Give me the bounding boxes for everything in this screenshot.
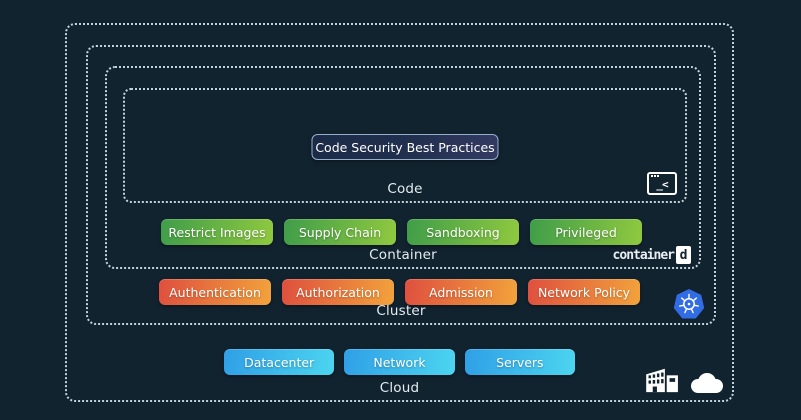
chip-network-policy[interactable]: Network Policy xyxy=(528,279,640,305)
chip-privileged[interactable]: Privileged xyxy=(530,219,642,245)
containerd-logo-text: container xyxy=(612,247,675,263)
code-security-best-practices-button[interactable]: Code Security Best Practices xyxy=(311,134,499,160)
kubernetes-icon xyxy=(673,289,705,319)
chip-datacenter[interactable]: Datacenter xyxy=(224,349,335,375)
container-items-row: Restrict Images Supply Chain Sandboxing … xyxy=(161,219,642,245)
cluster-layer-label: Cluster xyxy=(376,303,426,319)
terminal-icon: _< xyxy=(647,172,677,195)
terminal-titlebar-dots xyxy=(651,175,659,177)
container-layer-label: Container xyxy=(369,247,437,263)
containerd-logo-d-box: d xyxy=(676,246,691,264)
terminal-prompt-glyph: _< xyxy=(656,178,668,191)
containerd-logo: container d xyxy=(613,246,691,264)
cloud-layer-label: Cloud xyxy=(379,380,420,396)
container-layer-box: Code Security Best Practices _< Code Res… xyxy=(105,66,701,269)
cluster-items-row: Authentication Authorization Admission N… xyxy=(159,279,640,305)
chip-authorization[interactable]: Authorization xyxy=(282,279,394,305)
cloud-items-row: Datacenter Network Servers xyxy=(224,349,575,375)
chip-restrict-images[interactable]: Restrict Images xyxy=(161,219,273,245)
cloud-provider-icons xyxy=(644,366,724,394)
cloud-layer-box: Code Security Best Practices _< Code Res… xyxy=(65,23,734,402)
cloud-icon xyxy=(691,373,723,393)
datacenter-building-icon xyxy=(646,368,678,393)
chip-sandboxing[interactable]: Sandboxing xyxy=(407,219,519,245)
code-layer-label: Code xyxy=(387,181,423,197)
chip-admission[interactable]: Admission xyxy=(405,279,517,305)
chip-servers[interactable]: Servers xyxy=(464,349,575,375)
code-layer-box: Code Security Best Practices _< Code xyxy=(123,88,687,203)
chip-supply-chain[interactable]: Supply Chain xyxy=(284,219,396,245)
chip-network[interactable]: Network xyxy=(344,349,455,375)
chip-authentication[interactable]: Authentication xyxy=(159,279,271,305)
cluster-layer-box: Code Security Best Practices _< Code Res… xyxy=(86,45,716,325)
